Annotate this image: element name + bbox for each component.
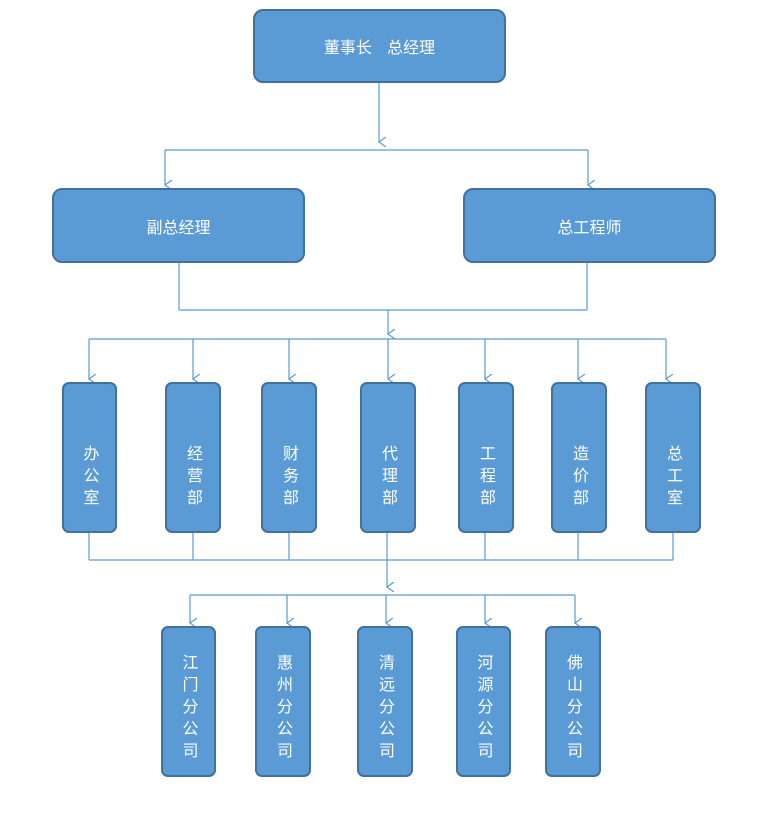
branch-huizhou: 惠州分公司 [255, 626, 311, 777]
branch-foshan: 佛山分公司 [545, 626, 601, 777]
dept-finance: 财务部 [261, 382, 317, 533]
branch-label: 佛山分公司 [564, 653, 583, 764]
dept-engineering: 工程部 [458, 382, 514, 533]
dept-label: 经营部 [184, 444, 203, 511]
vice-gm-label: 副总经理 [146, 217, 211, 237]
vice-gm-box: 副总经理 [52, 188, 305, 263]
dept-label: 工程部 [477, 444, 496, 511]
dept-office: 办公室 [62, 382, 117, 533]
branch-heyuan: 河源分公司 [456, 626, 511, 777]
dept-label: 财务部 [280, 444, 299, 511]
dept-label: 总工室 [664, 444, 683, 511]
dept-label: 代理部 [379, 444, 398, 511]
branch-jiangmen: 江门分公司 [161, 626, 216, 777]
dept-chief-engineer-office: 总工室 [645, 382, 701, 533]
chief-engineer-box: 总工程师 [463, 188, 716, 263]
dept-label: 办公室 [80, 444, 100, 511]
branch-label: 江门分公司 [179, 653, 199, 764]
chairman-label: 董事长 总经理 [323, 38, 436, 57]
dept-business: 经营部 [165, 382, 221, 533]
branch-label: 河源分公司 [474, 653, 494, 764]
dept-agency: 代理部 [360, 382, 416, 533]
chairman-box: 董事长 总经理 [253, 9, 506, 83]
chief-engineer-label: 总工程师 [557, 217, 622, 237]
branch-label: 清远分公司 [376, 653, 395, 764]
dept-label: 造价部 [570, 444, 589, 511]
branch-label: 惠州分公司 [274, 653, 293, 764]
branch-qingyuan: 清远分公司 [357, 626, 413, 777]
dept-costing: 造价部 [551, 382, 607, 533]
